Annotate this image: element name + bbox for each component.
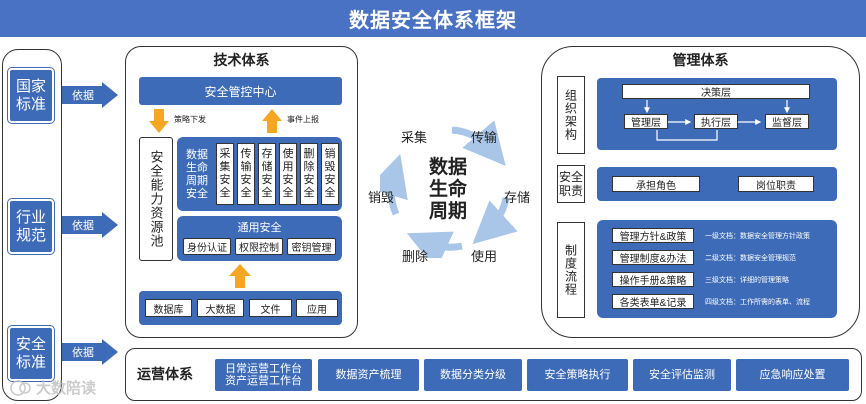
doc-forms: 各类表单&记录 [612, 294, 694, 309]
org-connectors [644, 100, 790, 141]
stage-transfer: 传输 [471, 130, 498, 145]
basis-arrow-2 [62, 212, 118, 238]
ops-assessment: 安全评估监测 [633, 359, 731, 391]
capability-pool: 安全能力资源池 [139, 137, 173, 261]
lifecycle-security-label: 数据生命周期安全 [186, 149, 208, 200]
process-label: 制度流程 [563, 244, 578, 296]
lifecycle-center: 数据生命周期 [428, 157, 467, 222]
file-item: 文件 [249, 299, 292, 317]
process-label-box: 制度流程 [557, 222, 585, 318]
basis-arrow-1-label: 依据 [72, 90, 94, 102]
supervise-layer: 监督层 [765, 114, 809, 129]
mgmt-title: 管理体系 [672, 52, 729, 68]
standard-security-label: 安全标准 [15, 335, 46, 371]
ops-workbench: 日常运营工作台 资产运营工作台 [215, 359, 312, 391]
access-control-item: 权限控制 [235, 238, 283, 255]
tech-title: 技术体系 [213, 52, 270, 68]
stage-destroy: 销毁 [368, 190, 395, 205]
stage-delete: 删除 [402, 249, 429, 264]
phase-destroy: 销毁安全 [321, 143, 339, 205]
doc-policy: 管理方针&政策 [612, 228, 694, 243]
auth-item: 身份认证 [183, 238, 231, 255]
doc-manual-desc: 三级文档：详细的管理策略 [705, 277, 789, 284]
decision-layer: 决策层 [622, 84, 810, 99]
phase-transfer: 传输安全 [237, 143, 255, 205]
phase-delete: 删除安全 [300, 143, 318, 205]
application-item: 应用 [296, 299, 338, 317]
stage-storage: 存储 [504, 190, 531, 205]
capability-pool-label: 安全能力资源池 [148, 150, 164, 248]
phase-storage: 存储安全 [258, 143, 276, 205]
duty-label-box: 安全职责 [557, 165, 585, 203]
event-up-arrow [262, 109, 282, 133]
doc-policy-desc: 一级文档：数据安全管理方针政策 [705, 233, 810, 240]
general-security-label: 通用安全 [237, 222, 282, 234]
watermark: 大数陪读 [10, 377, 96, 398]
basis-arrow-3-label: 依据 [72, 347, 94, 359]
standard-industry-label: 行业规范 [15, 208, 46, 244]
phase-collect: 采集安全 [216, 143, 234, 205]
ops-asset-sorting: 数据资产梳理 [318, 359, 419, 391]
basis-arrow-3 [62, 339, 118, 365]
standard-national: 国家标准 [7, 67, 55, 124]
policy-down-arrow [149, 109, 169, 133]
org-label-box: 组织架构 [557, 76, 585, 154]
page-title: 数据安全体系框架 [0, 0, 866, 37]
stage-use: 使用 [471, 249, 498, 264]
event-up-label: 事件上报 [287, 115, 319, 124]
watermark-logo-icon [10, 379, 31, 396]
database-item: 数据库 [145, 299, 192, 317]
control-center: 安全管控中心 [139, 77, 342, 105]
stage-collect: 采集 [401, 130, 428, 145]
ops-policy-exec: 安全策略执行 [527, 359, 628, 391]
standard-industry: 行业规范 [7, 198, 55, 255]
bigdata-item: 大数据 [197, 299, 244, 317]
mgmt-layer: 管理层 [624, 114, 668, 129]
key-management-item: 密钥管理 [287, 238, 336, 255]
org-label: 组织架构 [563, 89, 578, 141]
ops-emergency: 应急响应处置 [736, 359, 849, 391]
role-item: 承担角色 [612, 176, 700, 192]
basis-arrow-2-label: 依据 [72, 220, 94, 232]
policy-down-label: 策略下发 [174, 115, 206, 124]
phase-use: 使用安全 [279, 143, 297, 205]
duty-label: 安全职责 [558, 170, 583, 198]
basis-arrow-1 [62, 82, 118, 108]
ops-title: 运营体系 [137, 366, 193, 382]
lifecycle-cycle [380, 120, 518, 258]
exec-layer: 执行层 [694, 114, 738, 129]
doc-rules-desc: 二级文档：数据安全管理规范 [705, 255, 796, 262]
post-duty-item: 岗位职责 [738, 176, 814, 192]
watermark-text: 大数陪读 [36, 380, 97, 397]
doc-manual: 操作手册&策略 [612, 272, 694, 287]
doc-forms-desc: 四级文档：工作所需的表单、流程 [705, 299, 810, 306]
doc-rules: 管理制度&办法 [612, 250, 694, 265]
standard-national-label: 国家标准 [15, 77, 46, 113]
ops-classification: 数据分类分级 [424, 359, 522, 391]
resource-up-arrow [229, 264, 251, 288]
standard-security: 安全标准 [7, 325, 55, 382]
